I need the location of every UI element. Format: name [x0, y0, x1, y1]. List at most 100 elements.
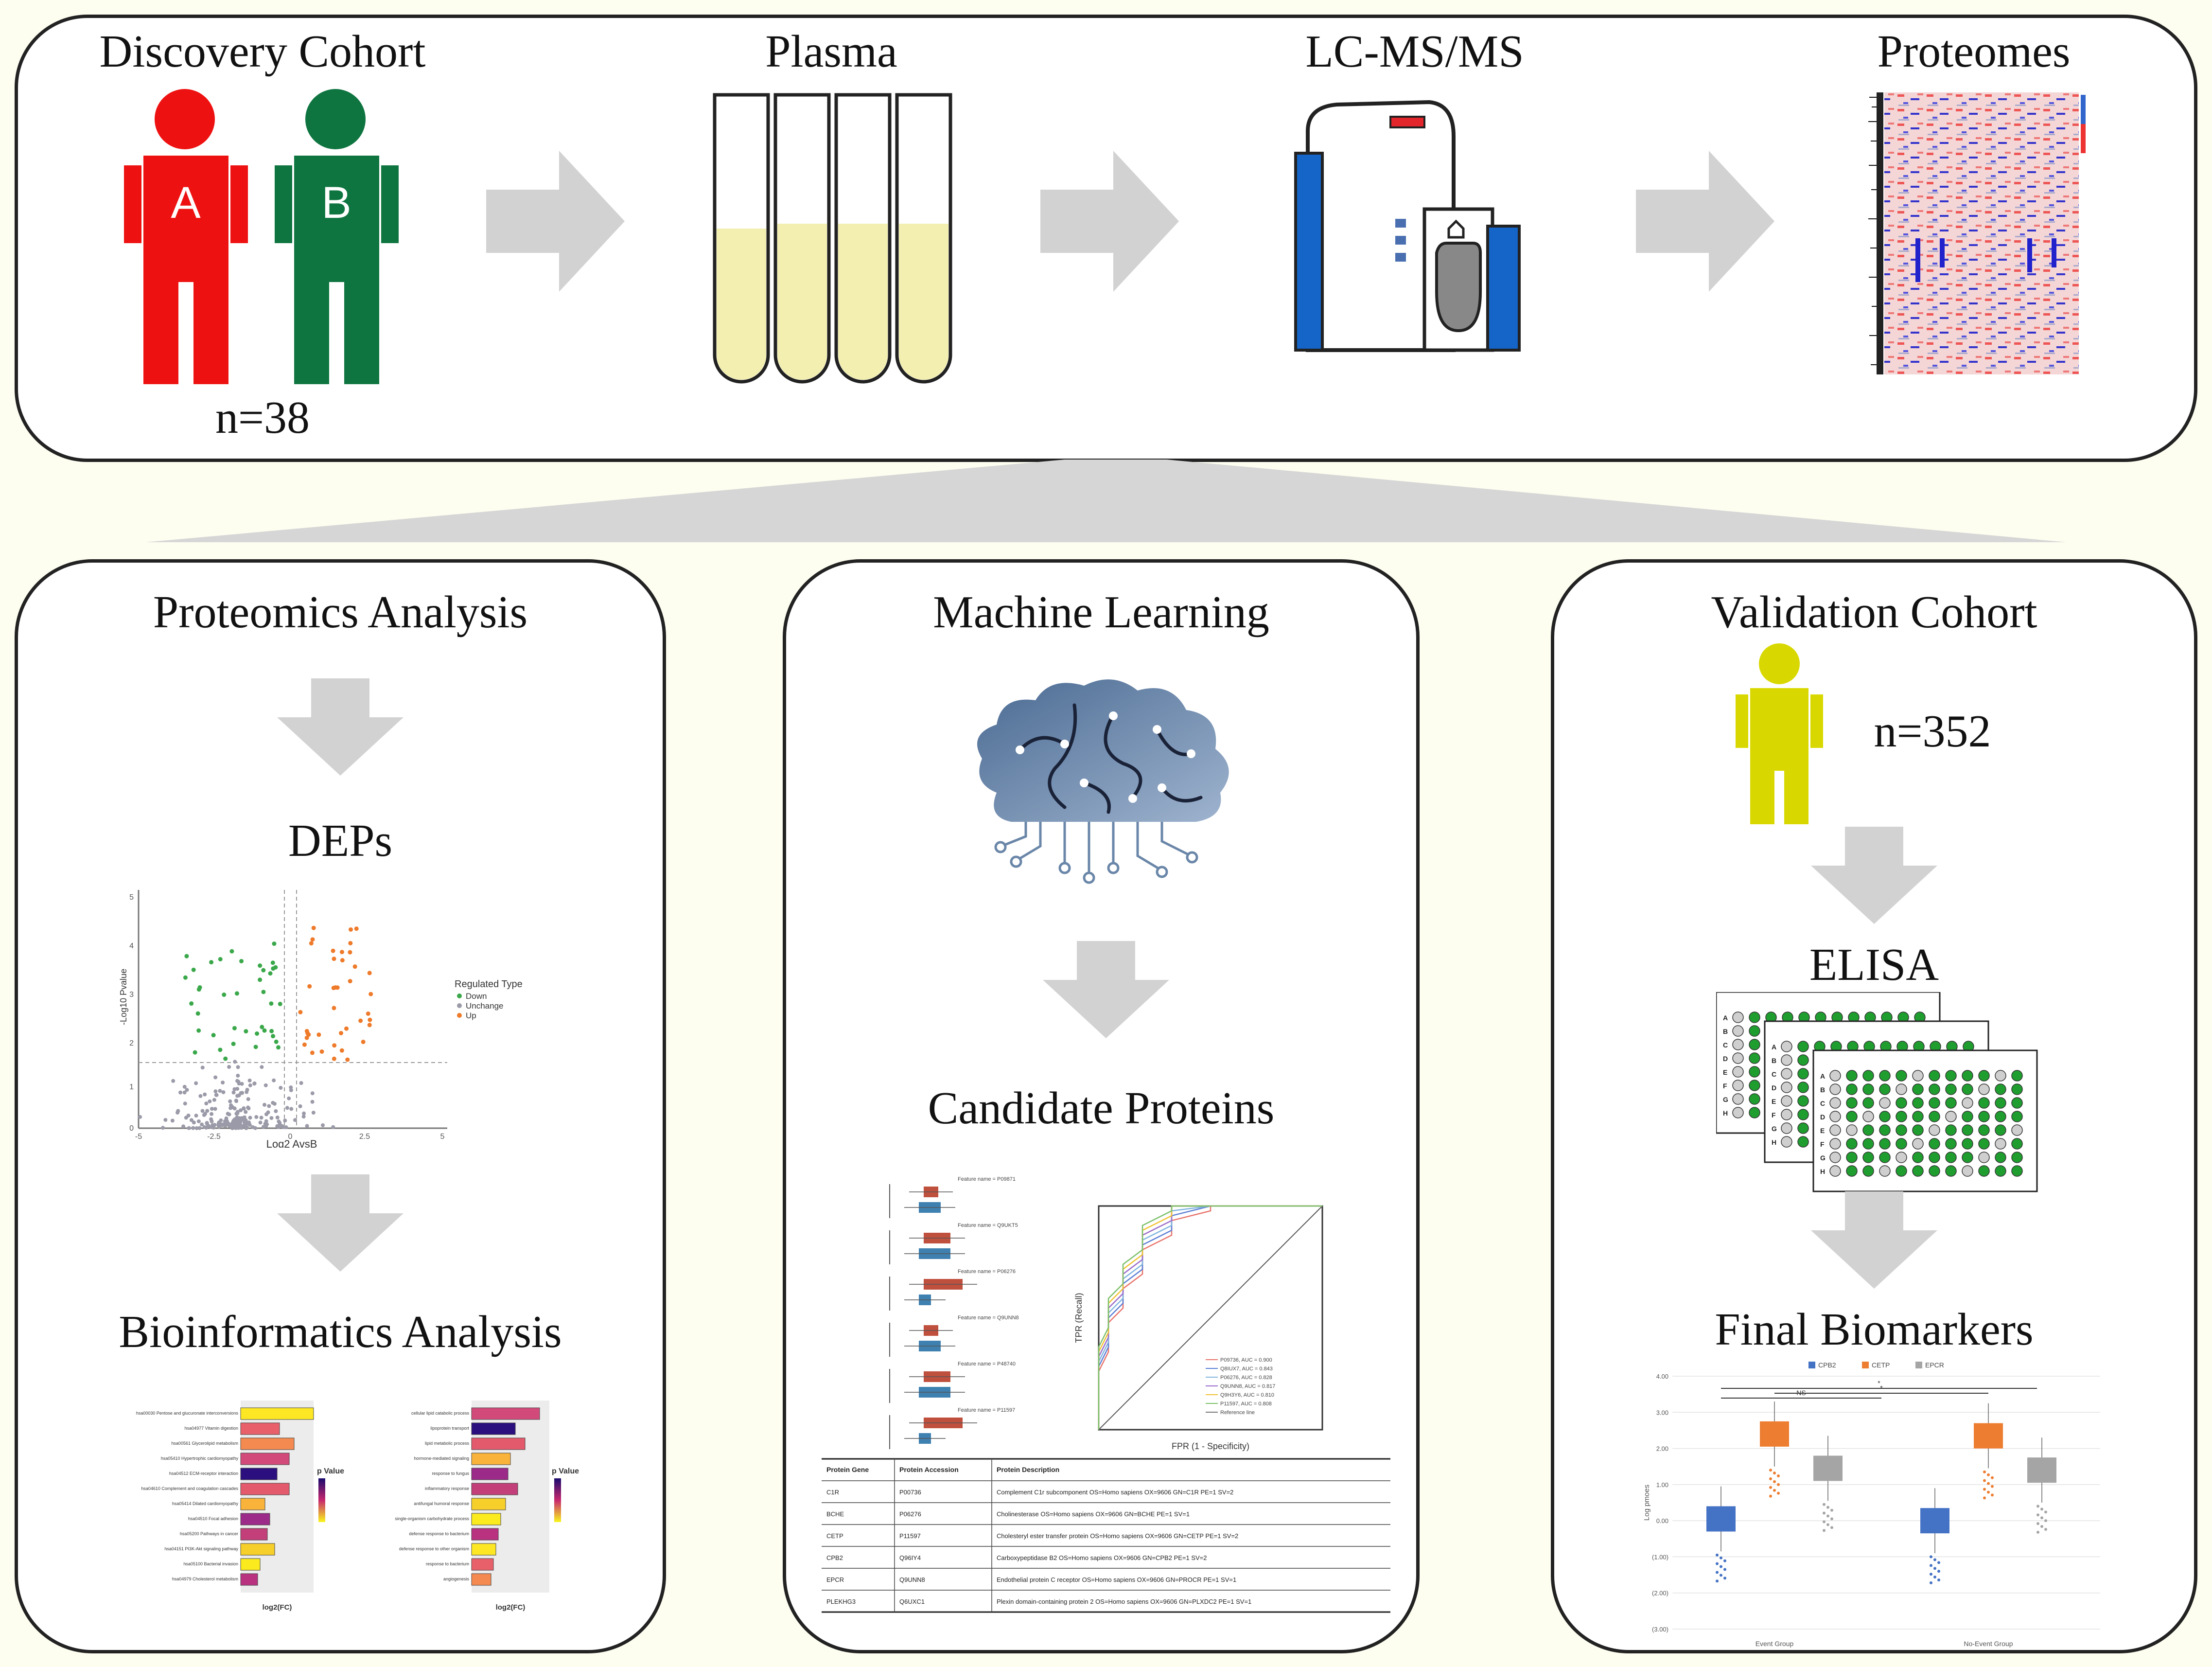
plate-well: [1896, 1152, 1907, 1163]
discovery-cohort-figures: A B: [124, 89, 399, 384]
plate-well: [2011, 1165, 2023, 1177]
volcano-point-down: [270, 960, 275, 965]
plate-well: [1929, 1124, 1940, 1136]
volcano-point-unchange: [245, 1087, 249, 1092]
plate-well: [1829, 1097, 1841, 1109]
volcano-point-unchange: [218, 1089, 222, 1093]
volcano-point-unchange: [187, 1126, 191, 1130]
plate-well: [1781, 1068, 1792, 1080]
volcano-point-unchange: [283, 1118, 287, 1123]
volcano-point-unchange: [223, 1124, 227, 1128]
enrich-term-label: defense response to bacterium: [409, 1531, 469, 1536]
volcano-point-unchange: [228, 1099, 232, 1103]
roc-legend-item: P06276, AUC = 0.828: [1220, 1375, 1272, 1381]
box-feature-label: Feature name = P48740: [958, 1361, 1016, 1367]
volcano-point-down: [183, 975, 188, 980]
volcano-point-unchange: [289, 1088, 293, 1092]
volcano-point-unchange: [244, 1110, 248, 1114]
volcano-point-unchange: [289, 1107, 294, 1111]
final-box: [1706, 1506, 1736, 1532]
plate-row-label: B: [1772, 1057, 1776, 1064]
plate-well: [1912, 1070, 1924, 1082]
volcano-point-up: [310, 937, 315, 942]
volcano-point-unchange: [200, 1109, 205, 1113]
plate-well: [1781, 1054, 1792, 1066]
final-box: [2027, 1457, 2056, 1483]
volcano-xtick: -5: [135, 1133, 142, 1141]
volcano-point-unchange: [272, 1078, 276, 1082]
enrich-term-label: response to fungus: [432, 1471, 469, 1476]
volcano-point-down: [261, 968, 266, 973]
person-b-icon: [275, 89, 399, 384]
plate-well: [1879, 1097, 1891, 1109]
volcano-point-unchange: [163, 1117, 168, 1122]
volcano-legend-down: Down: [466, 992, 487, 1001]
volcano-point-down: [189, 1001, 194, 1006]
volcano-xtick: 0: [288, 1133, 293, 1141]
volcano-point-unchange: [183, 1101, 187, 1106]
roc-legend-item: P11597, AUC = 0.808: [1220, 1401, 1272, 1407]
plate-well: [1749, 1052, 1760, 1064]
plate-well: [1879, 1124, 1891, 1136]
volcano-xtick: 5: [440, 1133, 445, 1141]
plate-row-label: C: [1723, 1041, 1728, 1049]
volcano-point-unchange: [258, 1120, 263, 1125]
volcano-point-down: [269, 1029, 274, 1033]
volcano-point-unchange: [331, 1125, 335, 1129]
volcano-point-unchange: [320, 1123, 325, 1127]
final-group-label: Event Group: [1756, 1640, 1794, 1648]
plate-row-label: C: [1820, 1100, 1825, 1107]
volcano-point-unchange: [203, 1092, 207, 1097]
plate-well: [1829, 1083, 1841, 1095]
plate-row-label: F: [1723, 1082, 1727, 1090]
enrich-bar: [240, 1422, 280, 1435]
volcano-point-unchange: [263, 1122, 268, 1126]
volcano-point-unchange: [171, 1079, 176, 1083]
enrich-bar: [240, 1573, 258, 1586]
volcano-point-unchange: [231, 1090, 236, 1095]
enrich-term-label: hsa04977 Vitamin digestion: [185, 1426, 238, 1431]
proteome-heatmap: [1868, 92, 2086, 374]
plate-well: [1879, 1138, 1891, 1150]
volcano-point-unchange: [274, 1109, 278, 1113]
volcano-point-down: [218, 1047, 223, 1052]
volcano-point-down: [229, 949, 234, 954]
volcano-point-unchange: [161, 1126, 165, 1130]
ml-title: Machine Learning: [933, 587, 1269, 638]
enrich-term-label: hsa00030 Pentose and glucuronate interco…: [136, 1411, 239, 1416]
enrich-term-label: hsa04610 Complement and coagulation casc…: [141, 1486, 238, 1491]
plate-well: [1781, 1095, 1792, 1107]
plate-well: [1995, 1097, 2006, 1109]
step-title-discovery: Discovery Cohort: [99, 26, 426, 77]
plate-well: [1945, 1083, 1957, 1095]
plate-well: [1732, 1066, 1744, 1078]
person-a-icon: [124, 89, 248, 384]
volcano-point-down: [222, 993, 227, 997]
volcano-point-unchange: [205, 1109, 210, 1113]
plate-well: [1846, 1083, 1858, 1095]
volcano-point-unchange: [189, 1118, 193, 1122]
arrow-down-icon: [277, 678, 404, 776]
plate-well: [1978, 1083, 1990, 1095]
volcano-point-up: [366, 1011, 370, 1016]
volcano-point-unchange: [230, 1126, 235, 1130]
volcano-point-unchange: [246, 1097, 250, 1101]
volcano-point-unchange: [311, 1111, 316, 1115]
deps-title: DEPs: [288, 816, 393, 866]
roc-legend-item: Q9H3Y6, AUC = 0.810: [1220, 1392, 1274, 1398]
volcano-point-unchange: [254, 1115, 259, 1119]
volcano-point-unchange: [280, 1124, 284, 1128]
final-box: [1813, 1455, 1843, 1481]
table-cell: P06276: [899, 1510, 921, 1518]
enrich-bar: [471, 1573, 492, 1586]
volcano-point-unchange: [305, 1124, 309, 1128]
plate-well: [1749, 1039, 1760, 1050]
enrich-bar: [471, 1498, 506, 1510]
volcano-point-unchange: [192, 1120, 196, 1125]
table-cell: EPCR: [826, 1576, 844, 1583]
volcano-point-unchange: [191, 1126, 195, 1130]
plate-row-label: E: [1820, 1127, 1825, 1135]
plate-well: [1962, 1138, 1973, 1150]
volcano-point-unchange: [276, 1125, 281, 1129]
